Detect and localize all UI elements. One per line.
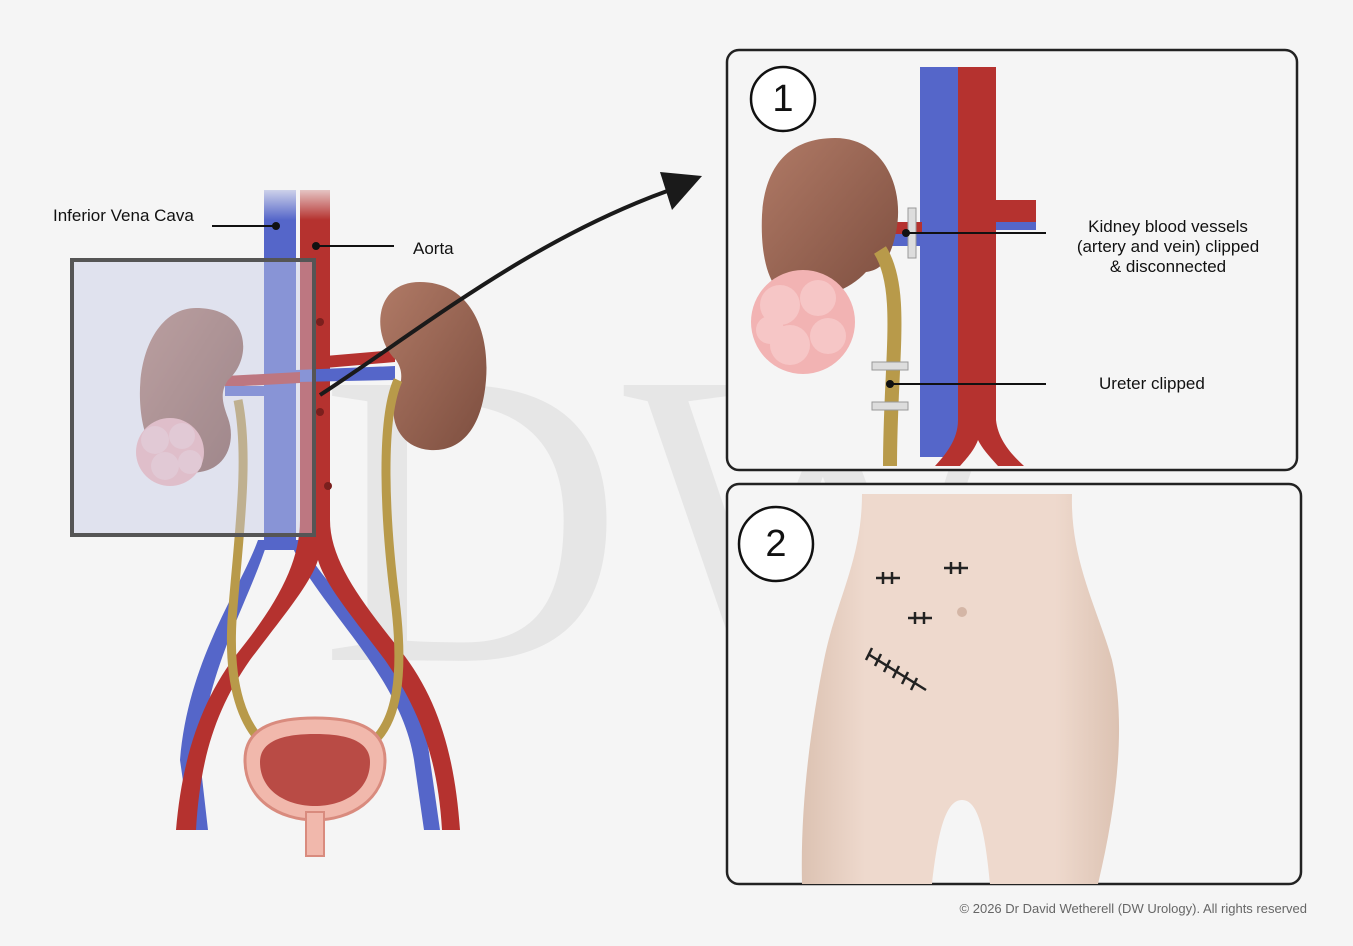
panel1-kidney — [761, 138, 899, 300]
vessels-label-line-3: & disconnected — [1109, 257, 1227, 276]
step-1-badge — [749, 65, 817, 133]
main-anatomy — [136, 180, 487, 857]
abdomen-skin — [801, 494, 1120, 884]
ureter-label: Ureter clipped — [1099, 374, 1205, 393]
panel1-tumour — [751, 270, 855, 374]
bladder — [243, 716, 387, 857]
incision-scars — [864, 562, 968, 692]
aorta-label: Aorta — [413, 239, 454, 258]
left-ureter — [226, 399, 266, 746]
ivc-label: Inferior Vena Cava — [53, 206, 194, 225]
left-renal-artery — [225, 372, 300, 387]
panel-1 — [725, 48, 1299, 472]
right-ureter — [371, 378, 404, 744]
left-kidney-tumour — [136, 418, 204, 486]
inferior-vena-cava — [264, 190, 296, 550]
left-renal-vein — [225, 386, 270, 396]
right-kidney — [380, 282, 487, 451]
vessels-label-line-1: Kidney blood vessels — [1088, 217, 1248, 236]
vessels-label: Kidney blood vessels (artery and vein) c… — [1060, 217, 1276, 277]
step-2-number: 2 — [765, 523, 787, 565]
copyright-notice: © 2026 Dr David Wetherell (DW Urology). … — [959, 901, 1307, 916]
right-renal-vein — [296, 366, 395, 382]
panel-2 — [725, 482, 1303, 886]
focus-box — [70, 258, 316, 537]
step-2-badge — [737, 505, 815, 583]
aorta — [176, 190, 460, 830]
vessels-label-line-2: (artery and vein) clipped — [1076, 237, 1260, 256]
step-1-number: 1 — [772, 78, 794, 120]
zoom-arrow — [318, 188, 671, 397]
